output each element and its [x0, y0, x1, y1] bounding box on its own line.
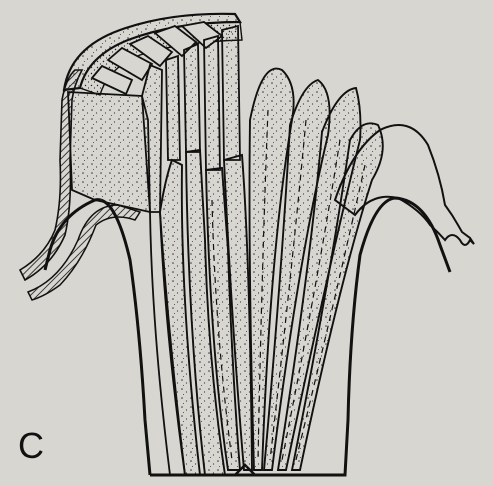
left-tissue-block	[68, 92, 150, 212]
panel-label: C	[18, 428, 44, 464]
